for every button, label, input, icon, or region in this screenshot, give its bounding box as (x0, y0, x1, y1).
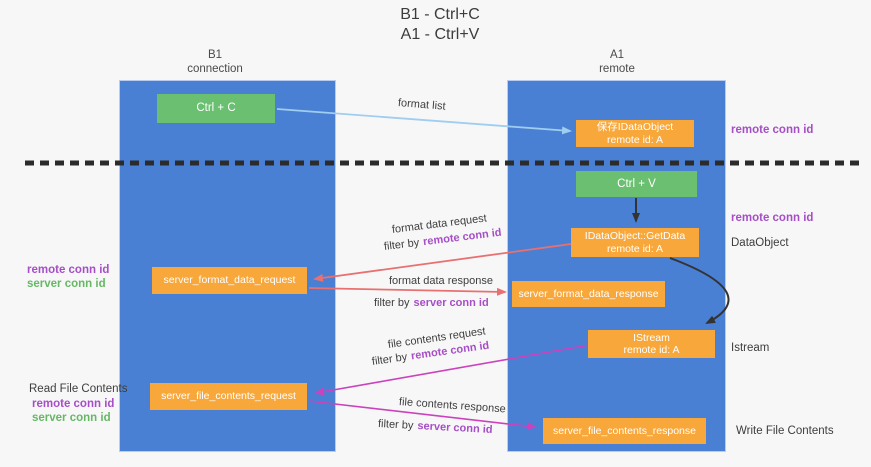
format-data-response-label: format data response (389, 275, 493, 287)
server-conn-id-text: server conn id (413, 297, 489, 309)
server-format-data-request-label: server_format_data_request (163, 274, 296, 287)
server-format-data-response-box: server_format_data_response (512, 281, 665, 307)
arrow-format-data-response (308, 287, 507, 296)
server-file-contents-request-label: server_file_contents_request (161, 390, 296, 403)
istream-box: IStream remote id: A (588, 330, 715, 358)
arrow-format-data-request (313, 243, 572, 282)
server-format-data-request-box: server_format_data_request (152, 267, 307, 294)
right-remote-conn-id-label-mid: remote conn id (731, 212, 814, 224)
left-remote-conn-id-label-2: remote conn id (32, 398, 115, 410)
left-server-conn-id-label-1: server conn id (27, 278, 106, 290)
left-conn-id-pair-top: remote conn id server conn id (27, 263, 109, 291)
lane-a1-name: A1 (609, 49, 625, 61)
getdata-line2: remote id: A (606, 242, 664, 255)
left-conn-id-pair-bottom: remote conn id server conn id (32, 397, 114, 425)
filter-by-text: filter by (377, 418, 414, 432)
server-file-contents-response-box: server_file_contents_response (543, 418, 706, 444)
lane-header-a1: A1 remote (552, 48, 682, 76)
save-idataobject-line1: 保存IDataObject (596, 121, 674, 133)
ctrl-c-box: Ctrl + C (157, 94, 275, 123)
right-remote-conn-id-label-top: remote conn id (731, 124, 814, 136)
left-remote-conn-id-label-1: remote conn id (27, 264, 110, 276)
arrow-file-contents-response (308, 400, 537, 431)
lane-header-b1: B1 connection (150, 48, 280, 76)
save-idataobject-box: 保存IDataObject remote id: A (576, 120, 694, 147)
server-file-contents-request-box: server_file_contents_request (150, 383, 307, 410)
ctrl-v-box: Ctrl + V (576, 171, 697, 197)
ctrl-v-label: Ctrl + V (617, 177, 656, 190)
istream-line1: IStream (633, 331, 670, 344)
istream-line2: remote id: A (623, 344, 680, 356)
istream-side-label: Istream (731, 342, 770, 354)
title-line-b1: B1 - Ctrl+C (400, 6, 480, 23)
lane-b1-name: B1 (207, 49, 223, 61)
lane-b1-subtitle: connection (187, 63, 243, 75)
getdata-line1: IDataObject::GetData (584, 230, 686, 242)
ctrl-c-label: Ctrl + C (196, 102, 236, 115)
arrow-format-list (276, 108, 572, 135)
server-format-data-response-label: server_format_data_response (518, 287, 659, 300)
dataobject-label: DataObject (731, 237, 789, 249)
diagram-title: B1 - Ctrl+C A1 - Ctrl+V (320, 5, 560, 45)
idataobject-getdata-box: IDataObject::GetData remote id: A (571, 228, 699, 257)
title-line-a1: A1 - Ctrl+V (400, 26, 480, 43)
arrow-getdata-to-istream (669, 257, 730, 324)
server-file-contents-response-label: server_file_contents_response (552, 424, 696, 437)
left-server-conn-id-label-2: server conn id (32, 412, 111, 424)
read-file-contents-label: Read File Contents (29, 383, 128, 395)
save-idataobject-line2: remote id: A (606, 133, 664, 146)
write-file-contents-label: Write File Contents (736, 425, 834, 437)
filter-by-text: filter by (374, 297, 410, 309)
lane-a1-subtitle: remote (599, 63, 635, 75)
arrow-file-contents-request (314, 344, 590, 396)
